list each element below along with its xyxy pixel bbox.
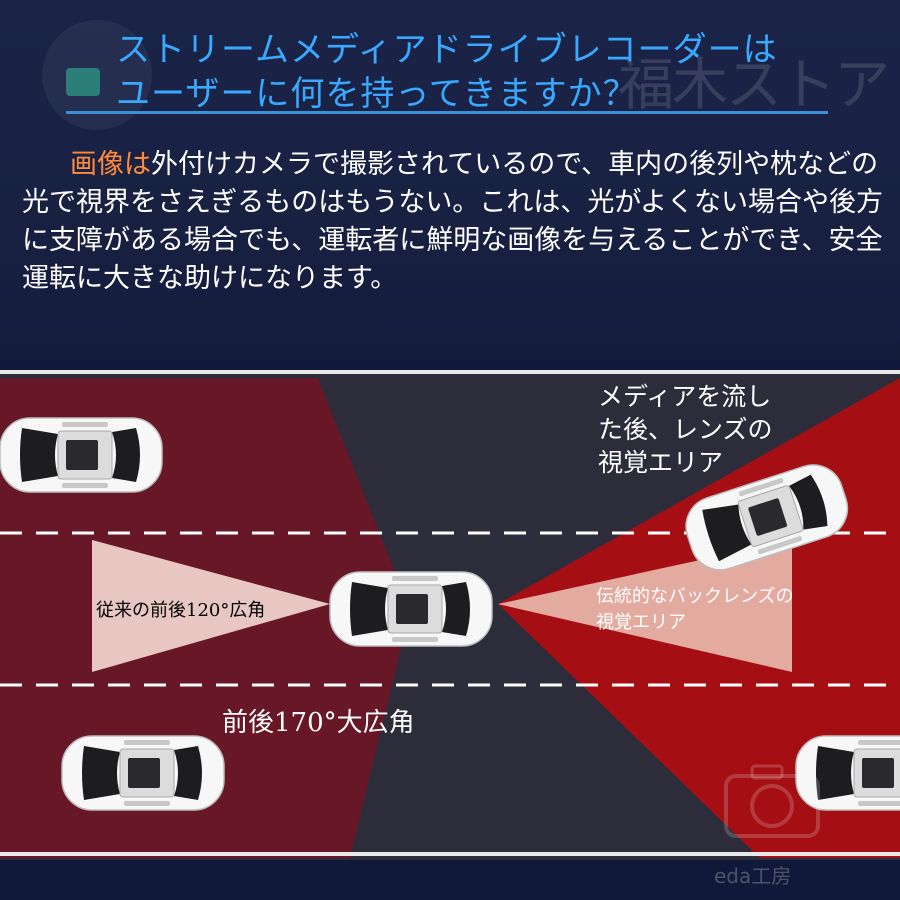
- bottom-road-edge: [0, 852, 900, 856]
- bottom-watermark: eda工房: [714, 864, 792, 888]
- traditional-view-label: 伝統的なバックレンズの視覚エリア: [596, 586, 794, 633]
- page-title: ストリームメディアドライブレコーダーは ユーザーに何を持ってきますか？: [116, 28, 876, 116]
- wide-angle-label: 前後170°大広角: [222, 708, 415, 738]
- top-road-edge: [0, 370, 900, 374]
- road-diagram: [0, 370, 900, 860]
- car-top-left: [0, 417, 163, 493]
- camera-watermark-icon: [724, 764, 820, 838]
- car-center: [329, 571, 493, 647]
- title-underline: [66, 111, 828, 114]
- description-body: 外付けカメラで撮影されているので、車内の後列や枕などの光で視界をさえぎるものはも…: [22, 149, 884, 294]
- title-line-2: ユーザーに何を持ってきますか？: [116, 74, 638, 114]
- media-view-label: メディアを流した後、レンズの視覚エリア: [598, 382, 773, 477]
- conventional-front-zone: [92, 540, 330, 672]
- top-watermark: 福木ストア: [618, 53, 890, 118]
- header-panel: 福木ストア ストリームメディアドライブレコーダーは ユーザーに何を持ってきますか…: [0, 0, 900, 360]
- traditional-rear-view-zone: [498, 540, 792, 672]
- description-highlight: 画像は: [70, 149, 151, 180]
- conventional-angle-label: 従来の前後120°広角: [96, 600, 266, 621]
- title-line-1: ストリームメディアドライブレコーダーは: [116, 30, 778, 70]
- description-text: 画像は外付けカメラで撮影されているので、車内の後列や枕などの光で視界をさえぎるも…: [22, 146, 886, 298]
- car-bottom-left: [61, 735, 225, 811]
- square-bullet-icon: [66, 68, 100, 96]
